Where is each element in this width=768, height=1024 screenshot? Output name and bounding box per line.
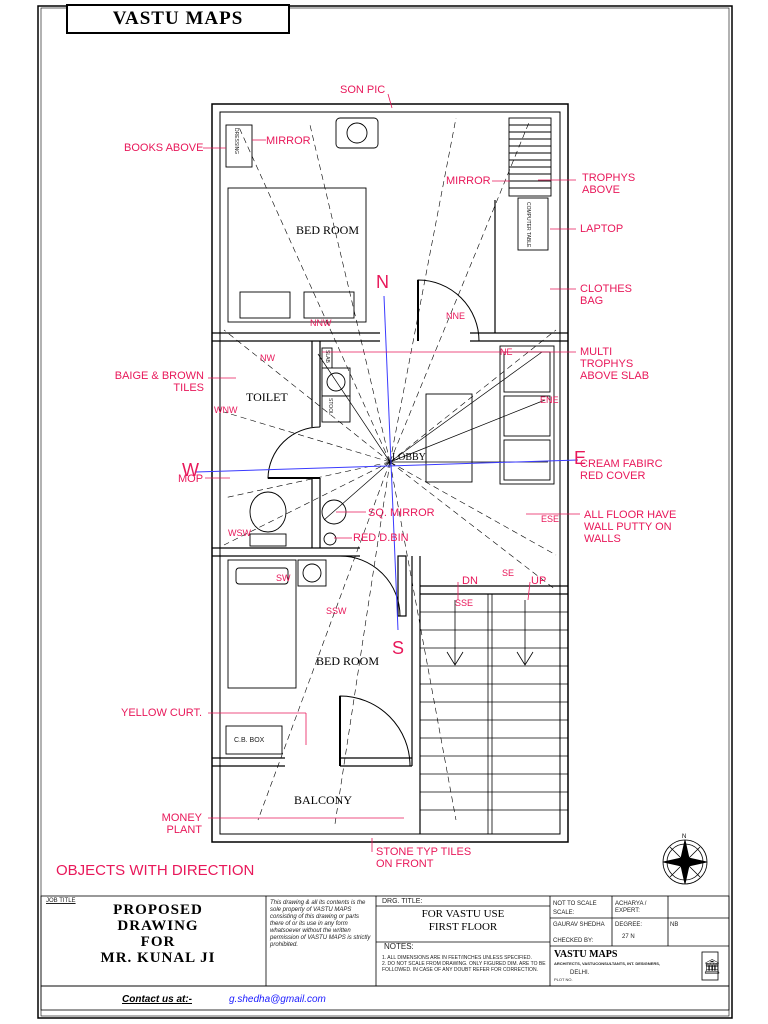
label-baige-tiles: BAIGE & BROWN TILES [114, 370, 204, 394]
zone-nnw: NNW [310, 318, 332, 328]
room-lobby: LOBBY [392, 452, 426, 463]
city-label: DELHI. [570, 970, 590, 976]
computer-table-label: COMPUTER TABLE [525, 202, 531, 248]
label-multi-trophys: MULTI TROPHYS ABOVE SLAB [580, 346, 650, 382]
label-mirror-1: MIRROR [266, 135, 311, 147]
building-outline [211, 103, 569, 843]
degree-value: 27 N [622, 934, 635, 940]
cb-box-label: C.B. BOX [234, 737, 265, 744]
not-to-scale: NOT TO SCALE [553, 901, 597, 907]
svg-text:N: N [682, 834, 686, 840]
brand-logo: VASTU MAPS [66, 4, 290, 34]
label-trophys-above: TROPHYS ABOVE [582, 172, 636, 196]
room-bed-room-2: BED ROOM [316, 654, 380, 668]
label-floor-putty: ALL FLOOR HAVE WALL PUTTY ON WALLS [584, 509, 677, 545]
copyright-notice: This drawing & all its contents is the s… [270, 900, 371, 948]
zone-ne: NE [500, 347, 513, 357]
notes-list: 1. ALL DIMENSIONS ARE IN FEET/INCHES UNL… [382, 955, 546, 973]
room-balcony: BALCONY [294, 793, 353, 807]
vastu-maps-small-logo: VASTU MAPS [554, 949, 618, 960]
drawn-by-name: GAURAV SHEDHA [553, 922, 605, 928]
label-son-pic: SON PIC [340, 84, 386, 96]
zone-ese: ESE [541, 514, 560, 524]
zone-wnw: WNW [214, 405, 238, 415]
checked-by: CHECKED BY: [553, 938, 594, 944]
zone-sse: SSE [455, 598, 474, 608]
compass-e: E [574, 448, 587, 468]
room-bed-room-1: BED ROOM [296, 223, 360, 237]
scale-label: SCALE: [553, 910, 575, 916]
stool-label: STOOL [327, 398, 333, 415]
dressing-label: DRESSING [233, 128, 239, 155]
interior-walls [212, 200, 568, 834]
zone-se: SE [502, 568, 515, 578]
annotation-leaders [203, 93, 580, 852]
proposed-drawing-title: PROPOSED DRAWING FOR MR. KUNAL JI [100, 902, 216, 966]
notes-label: NOTES: [384, 942, 414, 951]
label-laptop: LAPTOP [580, 223, 624, 235]
vastu-maps-subtitle: ARCHITECTS, VASTUCONSULTANTS, INT. DESIG… [554, 961, 661, 966]
compass-n: N [376, 272, 389, 292]
label-sq-mirror: SQ. MIRROR [368, 507, 435, 519]
sheet-border [37, 5, 733, 1019]
compass-w: W [182, 460, 199, 480]
degree-label: DEGREE: [615, 922, 643, 928]
compass-s: S [392, 638, 405, 658]
label-red-dbin: RED D.BIN [353, 532, 409, 544]
zone-ene: ENE [540, 395, 559, 405]
room-toilet: TOILET [246, 390, 288, 404]
zone-sw: SW [276, 573, 291, 583]
label-cream-fabric: CREAM FABIRC RED COVER [580, 458, 663, 482]
compass-rose-icon [662, 839, 708, 885]
label-books-above: BOOKS ABOVE [124, 142, 204, 154]
drg-title: FOR VASTU USE FIRST FLOOR [421, 908, 505, 933]
label-stone-tiles: STONE TYP TILES ON FRONT [376, 846, 472, 870]
staircase [420, 594, 568, 834]
zone-wsw: WSW [228, 528, 251, 538]
zone-nw: NW [260, 353, 275, 363]
vastu-direction-lines [223, 117, 557, 825]
objects-with-direction-heading: OBJECTS WITH DIRECTION [56, 862, 255, 879]
contact-label: Contact us at:- [122, 994, 192, 1005]
pillar-icon: 🏛 [703, 958, 721, 974]
drg-title-label: DRG. TITLE: [382, 898, 423, 905]
zone-nne: NNE [446, 311, 466, 321]
address-lines: PLOT NO. [554, 977, 573, 982]
job-title-label: JOB TITLE [46, 898, 76, 904]
title-block [40, 895, 730, 1011]
label-mirror-2: MIRROR [446, 175, 491, 187]
label-clothes-bag: CLOTHES BAG [580, 283, 632, 307]
label-yellow-curt: YELLOW CURT. [121, 707, 203, 719]
zone-ssw: SSW [326, 606, 347, 616]
label-mop: MOP [178, 473, 204, 485]
label-money-plant: MONEY PLANT [161, 812, 202, 836]
nb-label: NB [670, 922, 679, 928]
label-up: UP [531, 575, 547, 587]
furniture [225, 117, 555, 755]
acharya-expert: ACHARYA / EXPERT: [615, 901, 647, 914]
doors [267, 279, 480, 767]
contact-email-link[interactable]: g.shedha@gmail.com [229, 994, 326, 1005]
slab-label: SLAB [324, 350, 330, 363]
label-dn: DN [462, 575, 478, 587]
